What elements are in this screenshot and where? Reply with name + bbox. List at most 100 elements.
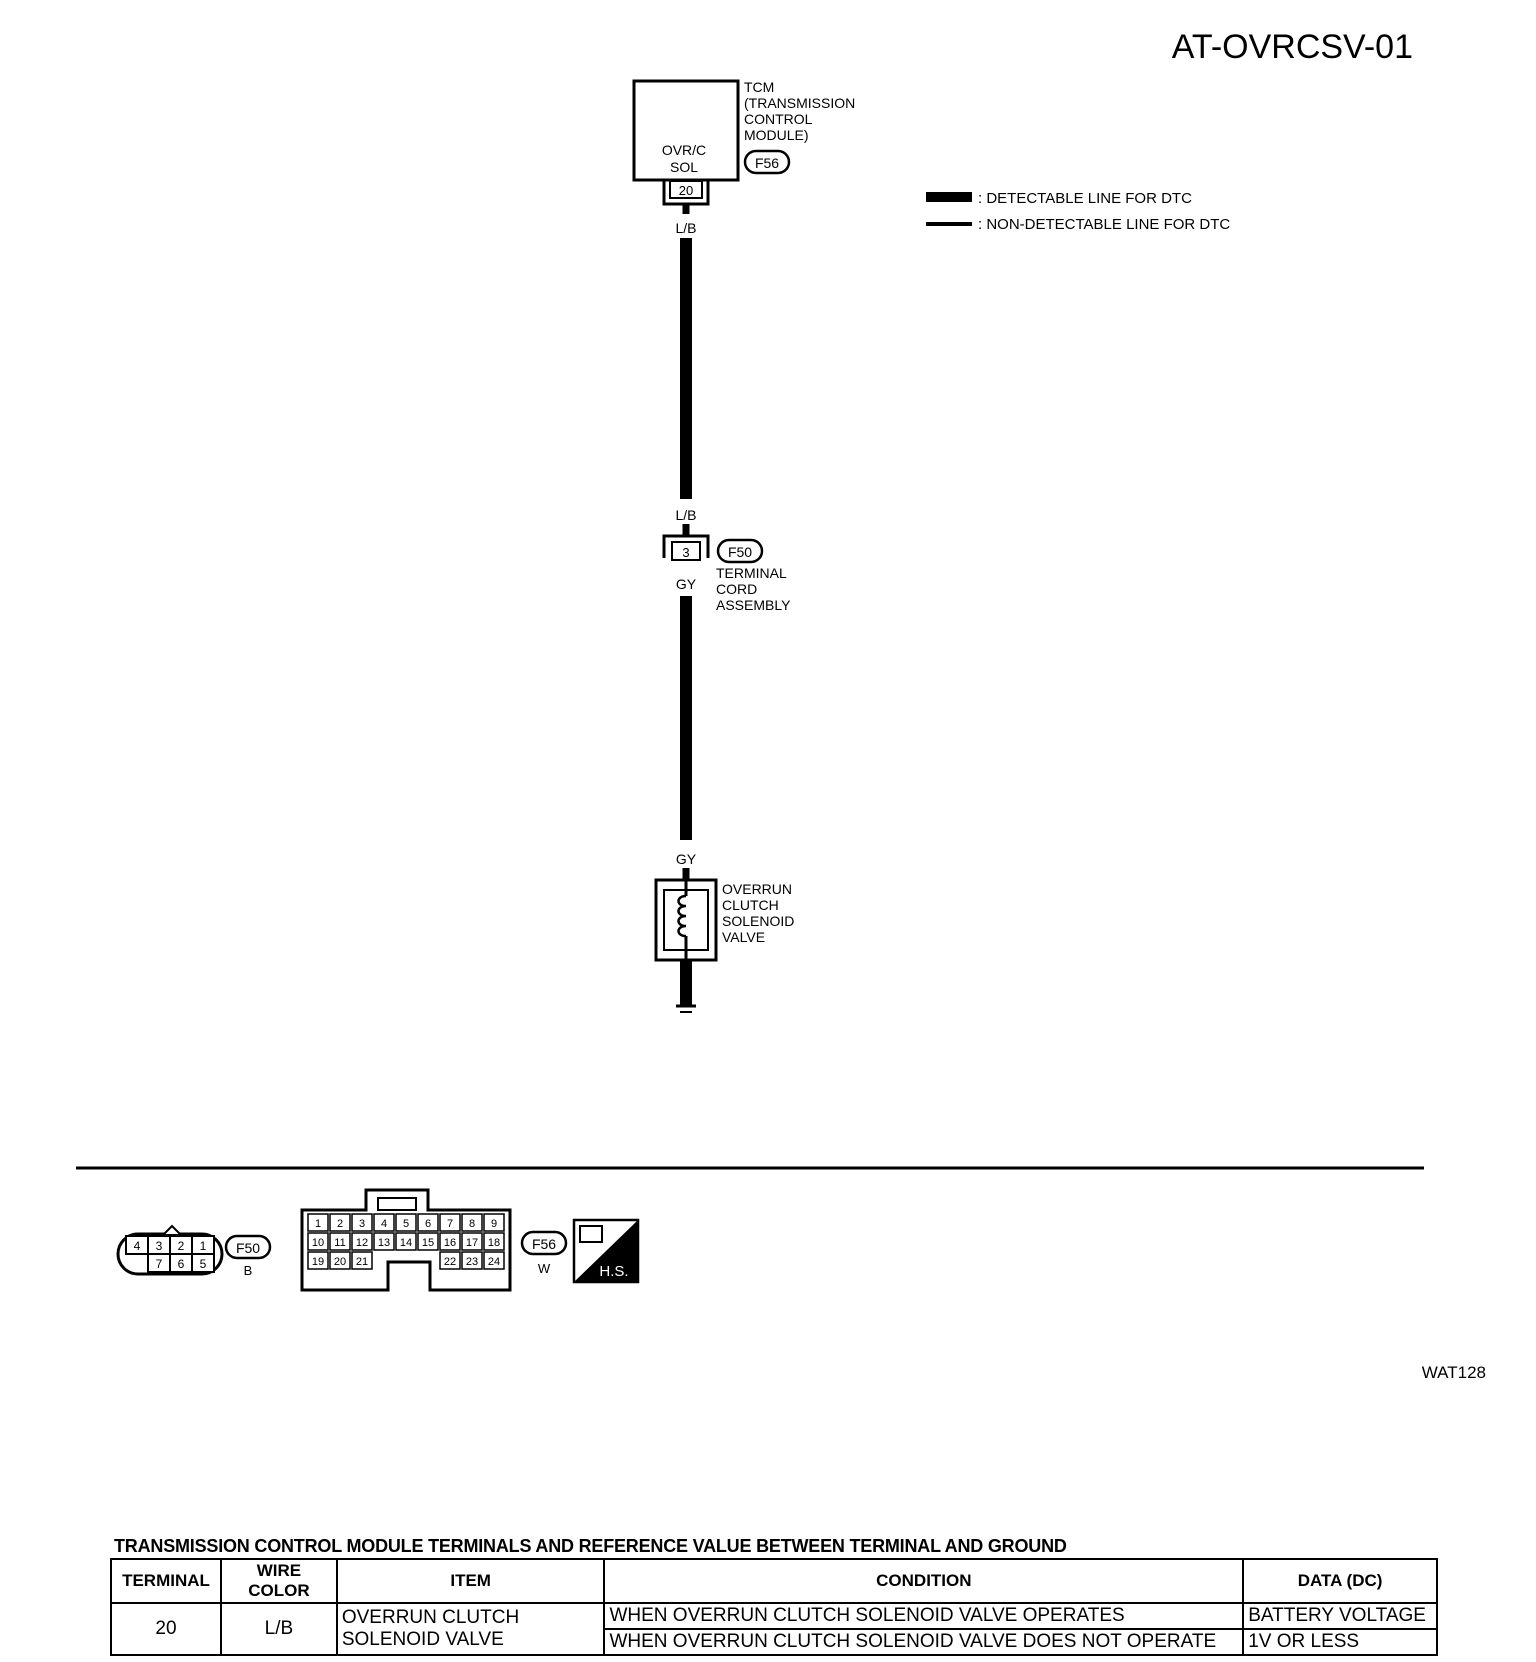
f56-pin: 15 xyxy=(422,1237,434,1249)
legend-detectable: : DETECTABLE LINE FOR DTC xyxy=(978,190,1192,207)
f56-cavity xyxy=(373,1232,395,1251)
solenoid-name-1: OVERRUN xyxy=(722,881,792,897)
f56-cavity xyxy=(395,1232,417,1251)
terminal-cord-name-2: CORD xyxy=(716,581,757,597)
diagram-id: AT-OVRCSV-01 xyxy=(1172,28,1413,66)
f56-cavity xyxy=(461,1213,483,1232)
tcm-name-3: CONTROL xyxy=(744,111,813,127)
wire-color-lower-top: GY xyxy=(676,576,697,592)
f56-cavity xyxy=(307,1232,329,1251)
ground-icon xyxy=(676,960,696,1013)
table-row: 20 L/B OVERRUN CLUTCH SOLENOID VALVE WHE… xyxy=(110,1602,1438,1656)
f56-cavity xyxy=(439,1251,461,1270)
f50-pin: 1 xyxy=(200,1239,207,1253)
wire-color-lower-bottom: GY xyxy=(676,851,697,867)
f56-pin: 24 xyxy=(488,1256,500,1268)
tcm-name-2: (TRANSMISSION xyxy=(744,95,855,111)
f56-pin: 14 xyxy=(400,1237,412,1249)
item-line-2: SOLENOID VALVE xyxy=(341,1629,504,1650)
f56-pin: 6 xyxy=(425,1218,431,1230)
terminal-cord-oval xyxy=(716,538,764,564)
f56-cavity xyxy=(483,1232,505,1251)
f56-pin: 9 xyxy=(491,1218,497,1230)
cell-terminal: 20 xyxy=(110,1602,222,1656)
f56-pin: 13 xyxy=(378,1237,390,1249)
table-row: WHEN OVERRUN CLUTCH SOLENOID VALVE DOES … xyxy=(111,1628,1438,1656)
terminal-cord-name-1: TERMINAL xyxy=(716,565,787,581)
f50-pin: 3 xyxy=(156,1239,163,1253)
f50-pin: 6 xyxy=(178,1257,185,1271)
tcm-inner-label-1: OVR/C xyxy=(662,142,706,158)
line-legend: : DETECTABLE LINE FOR DTC : NON-DETECTAB… xyxy=(926,190,1230,233)
f56-cavity xyxy=(351,1251,373,1270)
f56-pin: 21 xyxy=(356,1256,368,1268)
wiring-diagram: AT-OVRCSV-01 OVR/C SOL TCM (TRANSMISSION… xyxy=(76,28,1486,1382)
cell-data: BATTERY VOLTAGE xyxy=(1242,1602,1438,1630)
header-terminal: TERMINAL xyxy=(110,1558,222,1604)
f50-view-color: B xyxy=(244,1263,253,1278)
header-item: ITEM xyxy=(335,1558,606,1604)
f56-cavity xyxy=(373,1213,395,1232)
f56-pin: 5 xyxy=(403,1218,409,1230)
cell-condition: WHEN OVERRUN CLUTCH SOLENOID VALVE DOES … xyxy=(603,1628,1245,1656)
solenoid-name-3: SOLENOID xyxy=(722,913,794,929)
f56-pin: 7 xyxy=(447,1218,453,1230)
cell-item: OVERRUN CLUTCH SOLENOID VALVE xyxy=(335,1602,606,1656)
solenoid-name-2: CLUTCH xyxy=(722,897,779,913)
f56-pin: 4 xyxy=(381,1218,387,1230)
f56-pin: 16 xyxy=(444,1237,456,1249)
cell-data: 1V OR LESS xyxy=(1242,1628,1438,1656)
f56-cavity xyxy=(307,1251,329,1270)
tcm-name-4: MODULE) xyxy=(744,127,809,143)
f56-cavity xyxy=(329,1232,351,1251)
terminal-cord-connector: 3 F50 TERMINAL CORD ASSEMBLY xyxy=(662,524,791,613)
f56-pin: 3 xyxy=(359,1218,365,1230)
tcm-connector-id: F56 xyxy=(755,155,779,171)
connector-view-f50: 4 3 2 1 7 6 5 F50 B xyxy=(116,1224,272,1278)
f56-cavity xyxy=(461,1232,483,1251)
f56-view-id: F56 xyxy=(532,1236,556,1252)
terminal-cord-pin: 3 xyxy=(682,545,689,560)
overrun-clutch-solenoid: OVERRUN CLUTCH SOLENOID VALVE xyxy=(654,878,794,962)
hs-label: H.S. xyxy=(599,1263,628,1280)
f56-pin: 11 xyxy=(334,1237,345,1249)
table-caption: TRANSMISSION CONTROL MODULE TERMINALS AN… xyxy=(114,1536,1067,1556)
figure-code: WAT128 xyxy=(1422,1363,1486,1382)
f56-cavity xyxy=(395,1213,417,1232)
reference-table: TERMINAL WIRE COLOR ITEM CONDITION DATA … xyxy=(110,1558,1438,1656)
tcm-connector-oval xyxy=(743,149,791,175)
tcm-terminal-number: 20 xyxy=(679,183,693,198)
harness-side-icon: H.S. xyxy=(572,1218,640,1284)
tcm-module: OVR/C SOL TCM (TRANSMISSION CONTROL MODU… xyxy=(632,79,855,214)
f50-view-id: F50 xyxy=(236,1240,260,1256)
f56-pin: 22 xyxy=(444,1256,456,1268)
f56-cavity xyxy=(439,1213,461,1232)
f56-cavity xyxy=(307,1213,329,1232)
f50-pin: 7 xyxy=(156,1257,163,1271)
solenoid-coil-icon xyxy=(677,894,687,938)
f56-cavity xyxy=(329,1213,351,1232)
solenoid-name-4: VALVE xyxy=(722,929,765,945)
f56-pin: 1 xyxy=(315,1218,321,1230)
f56-cavity xyxy=(351,1213,373,1232)
f56-pin: 10 xyxy=(312,1237,324,1249)
f56-cavity xyxy=(417,1232,439,1251)
f56-cavity xyxy=(483,1251,505,1270)
f56-cavity xyxy=(483,1213,505,1232)
f56-pin: 23 xyxy=(466,1256,478,1268)
tcm-name-1: TCM xyxy=(744,79,774,95)
f56-cavity xyxy=(351,1232,373,1251)
f56-cavity xyxy=(439,1232,461,1251)
f56-view-color: W xyxy=(538,1261,551,1276)
header-wire-color: WIRE COLOR xyxy=(219,1558,338,1604)
f56-pin: 2 xyxy=(337,1218,343,1230)
terminal-cord-connector-id: F50 xyxy=(728,544,752,560)
connector-view-f56: F56 W xyxy=(300,1188,568,1292)
f56-pin: 19 xyxy=(312,1256,324,1268)
cell-condition: WHEN OVERRUN CLUTCH SOLENOID VALVE OPERA… xyxy=(603,1602,1245,1630)
f56-pin: 8 xyxy=(469,1218,475,1230)
cell-wire-color: L/B xyxy=(219,1602,338,1656)
header-condition: CONDITION xyxy=(603,1558,1245,1604)
f56-pin: 20 xyxy=(334,1256,346,1268)
f56-cavity xyxy=(329,1251,351,1270)
